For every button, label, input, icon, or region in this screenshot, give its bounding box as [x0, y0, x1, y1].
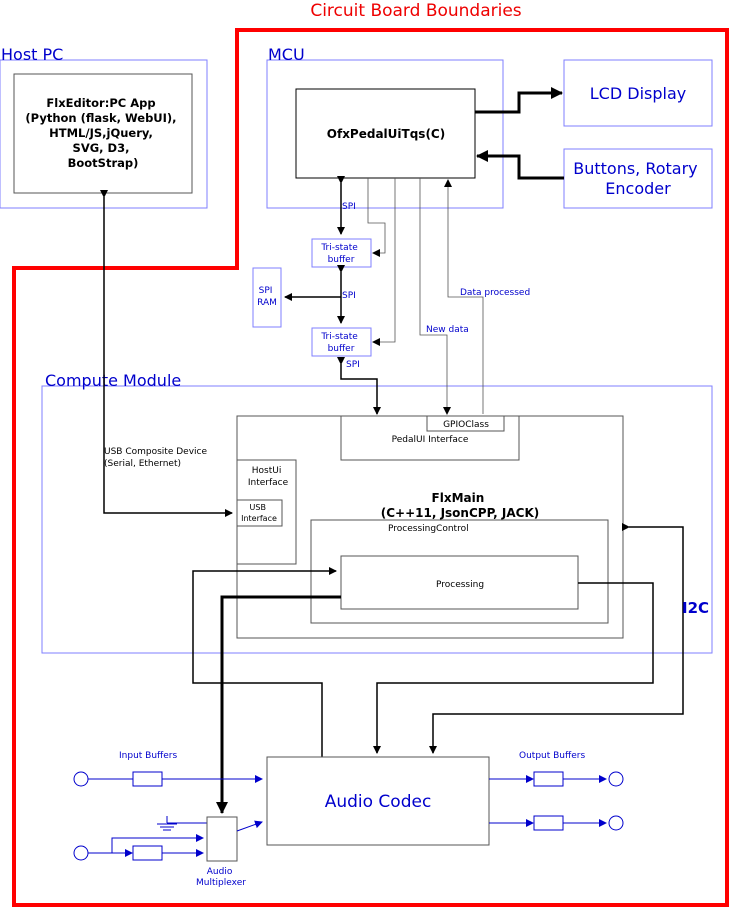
- diagram-title: Circuit Board Boundaries: [310, 1, 521, 21]
- lcd-display-block: [563, 59, 713, 127]
- spi-ram-line: SPI: [259, 286, 273, 296]
- gpio-class-block: [426, 415, 505, 432]
- usb-interface-text: USB Interface: [241, 503, 277, 523]
- usb-composite-text: USB Composite Device (Serial, Ethernet): [104, 447, 210, 469]
- buttons-encoder-line: Encoder: [605, 179, 671, 198]
- flxeditor-line: HTML/JS,jQuery,: [49, 126, 153, 140]
- data-processed-label: Data processed: [460, 288, 530, 298]
- usb-interface-block: [236, 499, 283, 527]
- usb-composite-link: [100, 190, 233, 517]
- tristate-buffer-line: buffer: [328, 344, 355, 354]
- tristate-buffer-line: Tri-state: [320, 332, 358, 342]
- output-jack-2: [608, 815, 624, 831]
- flxeditor-block: [13, 73, 193, 194]
- output-buffer-1: [533, 771, 564, 787]
- pedalui-interface-label: PedalUI Interface: [392, 435, 469, 445]
- audio-codec-block: [266, 756, 490, 846]
- flxeditor-line: SVG, D3,: [73, 141, 130, 155]
- audio-multiplexer-line: Multiplexer: [196, 878, 246, 888]
- mux-to-codec-wire: [236, 820, 263, 832]
- output-jack-1: [608, 771, 624, 787]
- flxeditor-line: FlxEditor:PC App: [46, 96, 155, 110]
- flxeditor-line: BootStrap): [68, 156, 139, 170]
- input-buffers-label: Input Buffers: [119, 751, 177, 761]
- data-processed-line: [444, 179, 484, 414]
- audio-multiplexer-line: Audio: [207, 867, 233, 877]
- buttons-to-mcu-arrow: [476, 150, 564, 180]
- mcu-label: MCU: [268, 45, 305, 64]
- processing-label: Processing: [436, 580, 484, 590]
- usb-composite-line: USB Composite Device: [104, 447, 207, 457]
- spi-link-buffer-compute: [337, 357, 381, 415]
- processing-control-label: ProcessingControl: [388, 524, 469, 534]
- flxmain-text: FlxMain (C++11, JsonCPP, JACK): [381, 491, 540, 520]
- flxeditor-text: FlxEditor:PC App (Python (flask, WebUI),…: [25, 96, 180, 170]
- flxmain-line: (C++11, JsonCPP, JACK): [381, 506, 540, 520]
- audio-codec-label: Audio Codec: [325, 792, 432, 812]
- tristate-buffer-line: buffer: [328, 255, 355, 265]
- new-data-label: New data: [426, 325, 469, 335]
- hostui-interface-text: HostUi Interface: [248, 466, 289, 488]
- spi-ram-line: RAM: [257, 298, 277, 308]
- output-buffer-2: [533, 815, 564, 831]
- mcu-frame: [266, 59, 504, 209]
- spi-ram-block: [252, 267, 282, 328]
- i2c-link: [429, 523, 684, 754]
- usb-interface-line: Interface: [241, 514, 277, 523]
- input-jack-1: [73, 771, 89, 787]
- tristate-buffer-2-text: Tri-state buffer: [320, 332, 360, 354]
- hostui-interface-line: HostUi: [252, 466, 282, 476]
- input-2-wire-c: [111, 834, 204, 853]
- processing-to-mux-line: [216, 595, 341, 814]
- mcu-enable-buffer-1: [367, 178, 386, 257]
- ground-icon: [157, 816, 207, 831]
- spi-label-3: SPI: [346, 360, 360, 370]
- spi-label-2: SPI: [342, 291, 356, 301]
- audio-multiplexer-text: Audio Multiplexer: [196, 867, 246, 888]
- ofx-pedal-label: OfxPedalUiTqs(C): [327, 127, 445, 141]
- lcd-display-label: LCD Display: [590, 84, 686, 103]
- output-buffers-label: Output Buffers: [519, 751, 585, 761]
- compute-module-label: Compute Module: [45, 371, 181, 390]
- buttons-encoder-line: Buttons, Rotary: [573, 159, 697, 178]
- audio-multiplexer-block: [206, 816, 238, 862]
- spi-ram-text: SPI RAM: [257, 286, 277, 308]
- usb-interface-line: USB: [250, 503, 266, 512]
- spi-label-1: SPI: [342, 202, 356, 212]
- buttons-encoder-text: Buttons, Rotary Encoder: [573, 159, 703, 198]
- gpio-class-label: GPIOClass: [443, 420, 489, 430]
- mcu-enable-buffer-2: [372, 178, 396, 346]
- tristate-buffer-1-text: Tri-state buffer: [320, 243, 360, 265]
- codec-to-processing-line: [192, 567, 337, 757]
- usb-composite-line: (Serial, Ethernet): [104, 459, 181, 469]
- input-buffer-1: [132, 771, 163, 787]
- ofx-pedal-block: [295, 88, 476, 179]
- flxmain-line: FlxMain: [432, 491, 485, 505]
- tristate-buffer-line: Tri-state: [320, 243, 358, 253]
- host-pc-label: Host PC: [1, 45, 63, 64]
- i2c-label: I2C: [682, 599, 709, 617]
- mcu-to-lcd-arrow: [475, 87, 563, 114]
- hostui-interface-line: Interface: [248, 478, 289, 488]
- circuit-board-boundary: [12, 28, 729, 907]
- buttons-encoder-block: [563, 148, 713, 209]
- flxeditor-line: (Python (flask, WebUI),: [25, 111, 176, 125]
- processing-to-codec-line: [373, 582, 654, 754]
- input-buffer-2: [132, 845, 163, 861]
- input-jack-2: [73, 845, 89, 861]
- new-data-line: [419, 178, 451, 415]
- tristate-buffer-2: [311, 327, 372, 357]
